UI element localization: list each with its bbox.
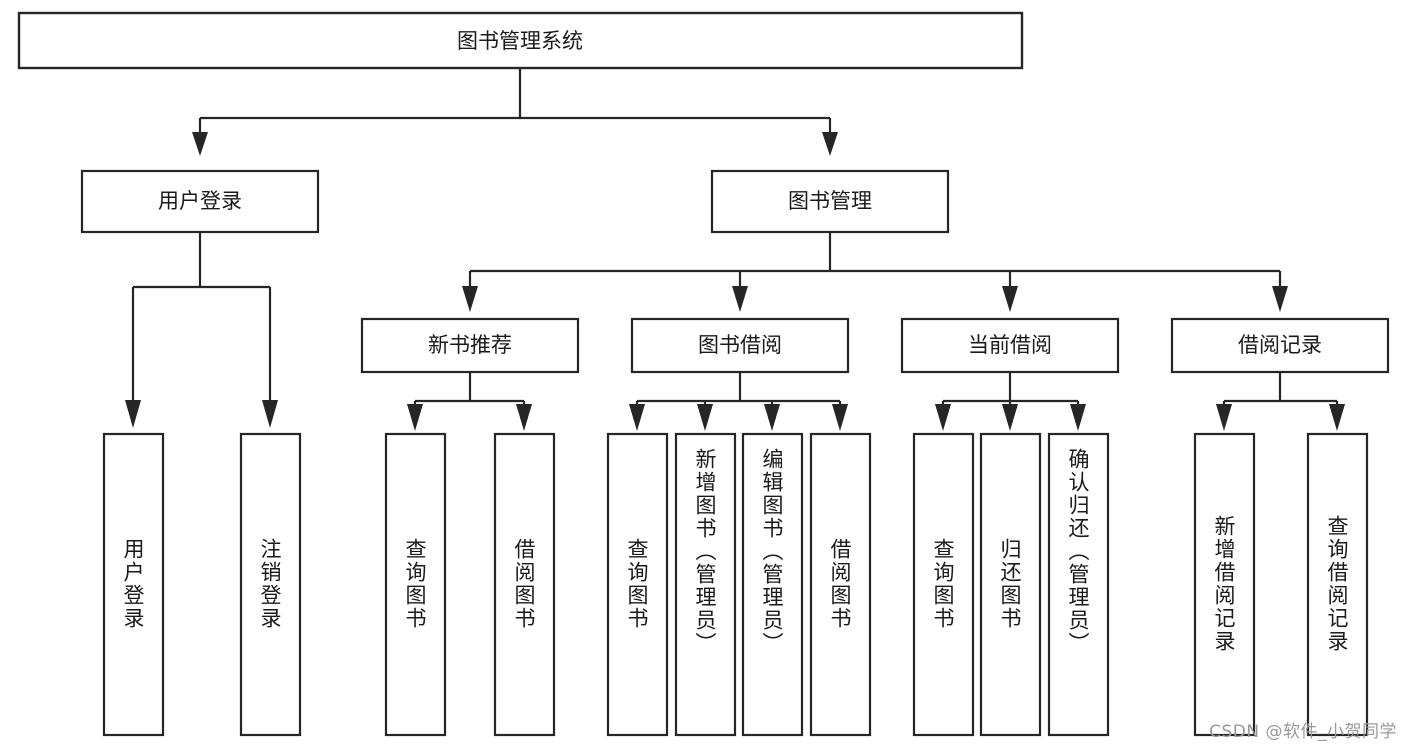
leaf-current-query-book[interactable]: 查询图书 bbox=[912, 432, 975, 737]
leaf-logout[interactable]: 注销登录 bbox=[239, 432, 302, 737]
arrow-current-to-leaf1 bbox=[935, 404, 951, 431]
arrow-bookmgmt-to-newbook bbox=[462, 286, 478, 312]
node-borrow-record[interactable]: 借阅记录 bbox=[1170, 317, 1390, 374]
arrow-bookmgmt-to-borrow bbox=[732, 286, 748, 312]
leaf-newbook-borrow-book-box[interactable] bbox=[493, 432, 556, 737]
leaf-borrow-add-book-box[interactable] bbox=[674, 432, 737, 737]
arrow-borrow-to-leaf3 bbox=[764, 404, 780, 431]
arrow-login-to-leaf1 bbox=[125, 400, 141, 428]
leaf-current-return-book-box[interactable] bbox=[979, 432, 1042, 737]
arrow-root-to-login bbox=[192, 132, 208, 156]
leaf-record-query-label: 查询借阅记录 bbox=[1325, 515, 1349, 653]
leaf-borrow-add-book-label: 新增图书（管理员） bbox=[693, 448, 717, 655]
node-book-borrow-box[interactable] bbox=[630, 317, 850, 374]
leaf-borrow-edit-book-label: 编辑图书（管理员） bbox=[760, 448, 784, 655]
leaf-borrow-edit-book[interactable]: 编辑图书（管理员） bbox=[741, 432, 804, 737]
node-new-book-recommend[interactable]: 新书推荐 bbox=[360, 317, 580, 374]
node-book-management-box[interactable] bbox=[710, 169, 950, 234]
leaf-user-login[interactable]: 用户登录 bbox=[102, 432, 165, 737]
leaf-borrow-borrow-book-label: 借阅图书 bbox=[828, 538, 852, 630]
arrow-bookmgmt-to-record bbox=[1272, 286, 1288, 312]
node-user-login[interactable]: 用户登录 bbox=[80, 169, 320, 234]
node-new-book-recommend-box[interactable] bbox=[360, 317, 580, 374]
node-current-borrow[interactable]: 当前借阅 bbox=[900, 317, 1120, 374]
leaf-current-confirm-return-label: 确认归还（管理员） bbox=[1066, 448, 1090, 655]
leaf-newbook-query-book-box[interactable] bbox=[384, 432, 447, 737]
node-current-borrow-box[interactable] bbox=[900, 317, 1120, 374]
node-book-borrow[interactable]: 图书借阅 bbox=[630, 317, 850, 374]
leaf-record-add[interactable]: 新增借阅记录 bbox=[1193, 432, 1256, 737]
arrow-bookmgmt-to-current bbox=[1002, 286, 1018, 312]
leaf-current-return-book[interactable]: 归还图书 bbox=[979, 432, 1042, 737]
leaf-borrow-query-book-box[interactable] bbox=[606, 432, 669, 737]
arrow-newbook-to-leaf2 bbox=[516, 404, 532, 431]
node-book-management[interactable]: 图书管理 bbox=[710, 169, 950, 234]
arrow-newbook-to-leaf1 bbox=[407, 404, 423, 431]
leaf-newbook-query-book-label: 查询图书 bbox=[403, 538, 427, 630]
arrow-login-to-leaf2 bbox=[262, 400, 278, 428]
leaf-logout-label: 注销登录 bbox=[258, 538, 282, 630]
leaf-record-query-box[interactable] bbox=[1306, 432, 1369, 737]
arrow-borrow-to-leaf4 bbox=[832, 404, 848, 431]
leaf-borrow-edit-book-box[interactable] bbox=[741, 432, 804, 737]
arrow-borrow-to-leaf1 bbox=[629, 404, 645, 431]
arrow-record-to-leaf1 bbox=[1216, 404, 1232, 431]
node-borrow-record-box[interactable] bbox=[1170, 317, 1390, 374]
leaf-record-query[interactable]: 查询借阅记录 bbox=[1306, 432, 1369, 737]
arrow-current-to-leaf2 bbox=[1002, 404, 1018, 431]
leaf-borrow-borrow-book-box[interactable] bbox=[809, 432, 872, 737]
leaf-current-query-book-box[interactable] bbox=[912, 432, 975, 737]
leaf-current-query-book-label: 查询图书 bbox=[931, 538, 955, 630]
leaf-current-confirm-return[interactable]: 确认归还（管理员） bbox=[1047, 432, 1110, 737]
leaf-current-return-book-label: 归还图书 bbox=[998, 538, 1022, 630]
leaf-newbook-borrow-book[interactable]: 借阅图书 bbox=[493, 432, 556, 737]
leaf-newbook-borrow-book-label: 借阅图书 bbox=[512, 538, 536, 630]
arrow-current-to-leaf3 bbox=[1070, 404, 1086, 431]
node-book-borrow-label: 图书借阅 bbox=[698, 333, 782, 357]
leaf-user-login-label: 用户登录 bbox=[121, 538, 145, 630]
arrow-borrow-to-leaf2 bbox=[697, 404, 713, 431]
leaf-current-confirm-return-box[interactable] bbox=[1047, 432, 1110, 737]
leaf-borrow-add-book[interactable]: 新增图书（管理员） bbox=[674, 432, 737, 737]
node-book-management-label: 图书管理 bbox=[788, 189, 872, 213]
leaf-borrow-query-book[interactable]: 查询图书 bbox=[606, 432, 669, 737]
node-root-label: 图书管理系统 bbox=[457, 29, 583, 53]
node-new-book-recommend-label: 新书推荐 bbox=[428, 333, 512, 357]
leaf-record-add-label: 新增借阅记录 bbox=[1212, 515, 1236, 653]
leaf-borrow-borrow-book[interactable]: 借阅图书 bbox=[809, 432, 872, 737]
leaf-borrow-query-book-label: 查询图书 bbox=[625, 538, 649, 630]
arrow-root-to-bookmgmt bbox=[822, 132, 838, 156]
node-borrow-record-label: 借阅记录 bbox=[1238, 333, 1322, 357]
leaf-record-add-box[interactable] bbox=[1193, 432, 1256, 737]
node-root-box[interactable] bbox=[17, 11, 1024, 70]
arrow-record-to-leaf2 bbox=[1329, 404, 1345, 431]
leaf-user-login-box[interactable] bbox=[102, 432, 165, 737]
node-current-borrow-label: 当前借阅 bbox=[968, 333, 1052, 357]
leaf-newbook-query-book[interactable]: 查询图书 bbox=[384, 432, 447, 737]
node-root[interactable]: 图书管理系统 bbox=[17, 11, 1024, 70]
node-user-login-label: 用户登录 bbox=[158, 189, 242, 213]
leaf-logout-box[interactable] bbox=[239, 432, 302, 737]
